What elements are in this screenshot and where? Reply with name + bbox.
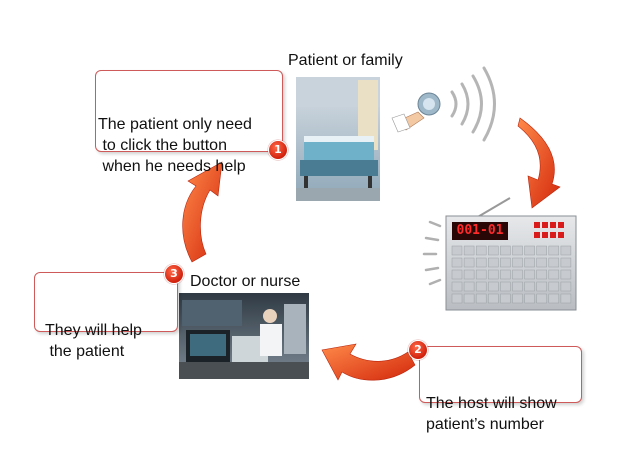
host-key [475,269,487,280]
host-key [488,257,499,268]
host-key [560,257,572,268]
host-key [548,281,560,292]
host-key [536,245,547,256]
host-key [548,257,560,268]
host-device [445,197,577,311]
host-key [463,281,475,292]
host-key [463,245,475,256]
host-key [500,245,511,256]
host-key [463,269,475,280]
host-key [536,269,547,280]
host-key [488,269,499,280]
host-key [488,293,499,304]
host-key [524,269,535,280]
host-key [524,281,535,292]
step-3-badge: 3 [164,264,184,284]
host-key [560,269,572,280]
step-1-text: The patient only need to click the butto… [98,116,252,175]
host-key [512,281,523,292]
host-display-readout: 001-01 [456,223,504,238]
host-key [500,269,511,280]
host-key [512,293,523,304]
nurse-station-photo [179,293,309,379]
host-key [451,257,463,268]
host-key [463,293,475,304]
host-key [548,293,560,304]
step-3-text: They will help the patient [45,322,142,360]
host-key [548,269,560,280]
host-key [500,293,511,304]
host-key [475,245,487,256]
step-3-caption: Doctor or nurse [190,273,301,290]
arrow-to-host [517,117,561,209]
host-key [475,257,487,268]
alarm-lines [422,220,442,286]
step-2-text: The host will show patient’s number [426,395,557,433]
host-key [463,257,475,268]
host-key [524,293,535,304]
signal-waves [450,66,496,142]
ward-photo [296,77,380,201]
host-key [475,281,487,292]
host-key [451,245,463,256]
host-key [548,245,560,256]
host-key [488,281,499,292]
host-key [560,281,572,292]
diagram-canvas [179,66,577,381]
step-1-badge: 1 [268,140,288,160]
step-1-callout: The patient only need to click the butto… [95,70,283,175]
arrow-to-nurse [321,343,416,381]
host-key [524,245,535,256]
host-key [560,245,572,256]
call-button-illustration [391,92,441,133]
host-key [500,257,511,268]
host-key [451,293,463,304]
arrow-to-patient [182,161,223,263]
host-key [536,293,547,304]
host-key [560,293,572,304]
host-key [536,257,547,268]
host-key [512,269,523,280]
host-key [536,281,547,292]
step-2-badge: 2 [408,340,428,360]
host-key [475,293,487,304]
host-key [451,281,463,292]
host-key [500,281,511,292]
host-key [512,245,523,256]
step-3-callout: They will help the patient [34,272,178,360]
step-1-caption: Patient or family [288,52,403,69]
host-key [451,269,463,280]
step-2-callout: The host will show patient’s number [419,346,582,433]
host-key [512,257,523,268]
host-key [488,245,499,256]
host-key [524,257,535,268]
